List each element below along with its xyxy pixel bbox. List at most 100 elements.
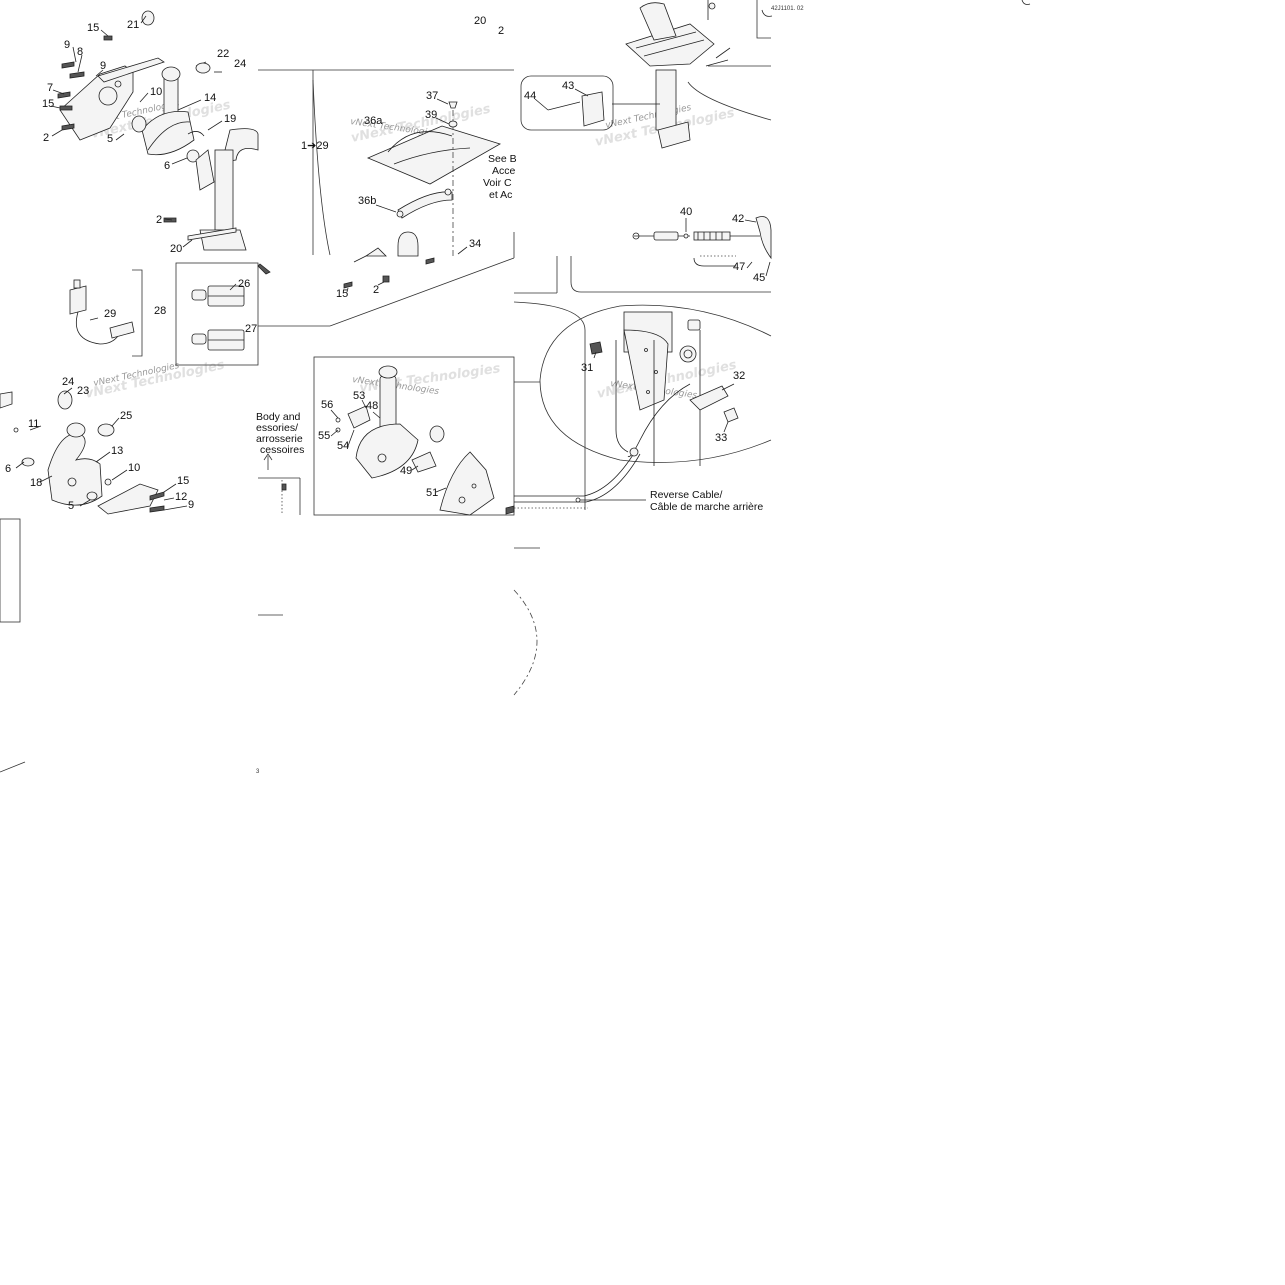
part-number-42: 42 [732, 213, 744, 225]
part-number-44: 44 [524, 90, 536, 102]
switch-29 [69, 285, 87, 315]
reverse-cable [627, 383, 691, 458]
part-number-10: 10 [128, 462, 140, 474]
detail-box-43-44 [520, 75, 614, 131]
corner-mark: 3 [256, 769, 260, 775]
clip-42 [755, 216, 772, 260]
reverse-cable-label: Reverse Cable/ [650, 489, 722, 501]
note-line: essories/ [256, 422, 298, 434]
note-line: et Ac [489, 189, 512, 201]
part-number-9: 9 [100, 60, 106, 72]
see-body-note: See B Acce Voir C et Ac [483, 153, 517, 201]
part-number-36a: 36a [364, 115, 383, 127]
part-number-20: 20 [474, 15, 486, 27]
part-number-56: 56 [321, 399, 333, 411]
part-number-21: 21 [127, 19, 139, 31]
part-number-23: 23 [77, 385, 89, 397]
bracket-43 [581, 91, 605, 127]
reverse-cable-label-fr: Câble de marche arrière [650, 501, 763, 513]
part-number-47: 47 [733, 261, 745, 273]
lever-housing [214, 149, 234, 231]
part-number-24: 24 [62, 376, 74, 388]
plate-10 [97, 483, 159, 515]
part-number-25: 25 [120, 410, 132, 422]
part-number-26: 26 [238, 278, 250, 290]
lever-assembly-center [263, 365, 515, 516]
part-number-40: 40 [680, 206, 692, 218]
part-number-5: 5 [107, 133, 113, 145]
part-number-11: 11 [28, 418, 39, 430]
part-number-37: 37 [426, 90, 438, 102]
reverse-cable-note: Reverse Cable/ Câble de marche arrière [650, 489, 763, 513]
part-number-36b: 36b [358, 195, 376, 207]
note-line: See B [488, 153, 517, 165]
part-number-2: 2 [156, 214, 162, 226]
part-number-27: 27 [245, 323, 257, 335]
shifter-assembly-upper-left [50, 10, 259, 251]
note-line: Acce [492, 165, 516, 177]
part-number-9: 9 [188, 499, 194, 511]
body-and-accessories-note: Body and essories/ arrosserie cessoires [256, 411, 304, 456]
part-number-49: 49 [400, 465, 412, 477]
part-number-15: 15 [177, 475, 189, 487]
part-number-18: 18 [30, 477, 42, 489]
console-cover-assembly [343, 98, 501, 293]
note-line: Voir C [483, 177, 512, 189]
bolt-31 [589, 341, 603, 355]
part-box-26-27 [175, 262, 259, 366]
part-number-13: 13 [111, 445, 123, 457]
part-number-33: 33 [715, 432, 727, 444]
shifter-base [625, 23, 715, 67]
part-number-6: 6 [164, 160, 170, 172]
part-number-22: 22 [217, 48, 229, 60]
cable-40-end [653, 231, 679, 241]
note-line: arrosserie [256, 433, 303, 445]
shift-handle [639, 2, 677, 41]
shifter-upper-right [520, 0, 1031, 277]
reverse-cable-detail [514, 304, 772, 509]
bracket-28 [132, 269, 143, 357]
part-number-28: 28 [154, 305, 166, 317]
detail-ellipse [539, 304, 772, 463]
part-number-53: 53 [353, 390, 365, 402]
part-number-15: 15 [336, 288, 348, 300]
part-number-48: 48 [366, 400, 378, 412]
nut-33 [723, 407, 739, 423]
part-number-9: 9 [64, 39, 70, 51]
part-number-32: 32 [733, 370, 745, 382]
part-number-2: 2 [373, 284, 379, 296]
part-number-39: 39 [425, 109, 437, 121]
sector-51 [439, 451, 495, 516]
frame-lines [0, 0, 772, 773]
part-number-31: 31 [581, 362, 593, 374]
linkage-column [655, 69, 677, 131]
part-number-2: 2 [498, 25, 504, 37]
part-number-10: 10 [150, 86, 162, 98]
cable-sleeve [693, 231, 731, 241]
part-number-1-29: 1➔29 [301, 140, 329, 152]
part-number-19: 19 [224, 113, 236, 125]
drawing-code: 42J1101. 02 [771, 6, 804, 12]
part-number-15: 15 [42, 98, 54, 110]
bracket-32 [689, 385, 729, 411]
part-number-2: 2 [43, 132, 49, 144]
part-number-15: 15 [87, 22, 99, 34]
part-number-51: 51 [426, 487, 438, 499]
seal-24 [57, 390, 73, 410]
switch-49 [411, 451, 437, 473]
seal-51 [429, 425, 445, 443]
part-number-45: 45 [753, 272, 765, 284]
part-number-6: 6 [5, 463, 11, 475]
part-number-8: 8 [77, 46, 83, 58]
part-number-5: 5 [68, 500, 74, 512]
sector-48 [355, 423, 419, 479]
partial-box-left [0, 518, 21, 623]
part-number-14: 14 [204, 92, 216, 104]
detent-plate [97, 57, 165, 83]
part-number-24: 24 [234, 58, 246, 70]
part-number-43: 43 [562, 80, 574, 92]
shifter-assembly-lower-left [0, 387, 188, 515]
